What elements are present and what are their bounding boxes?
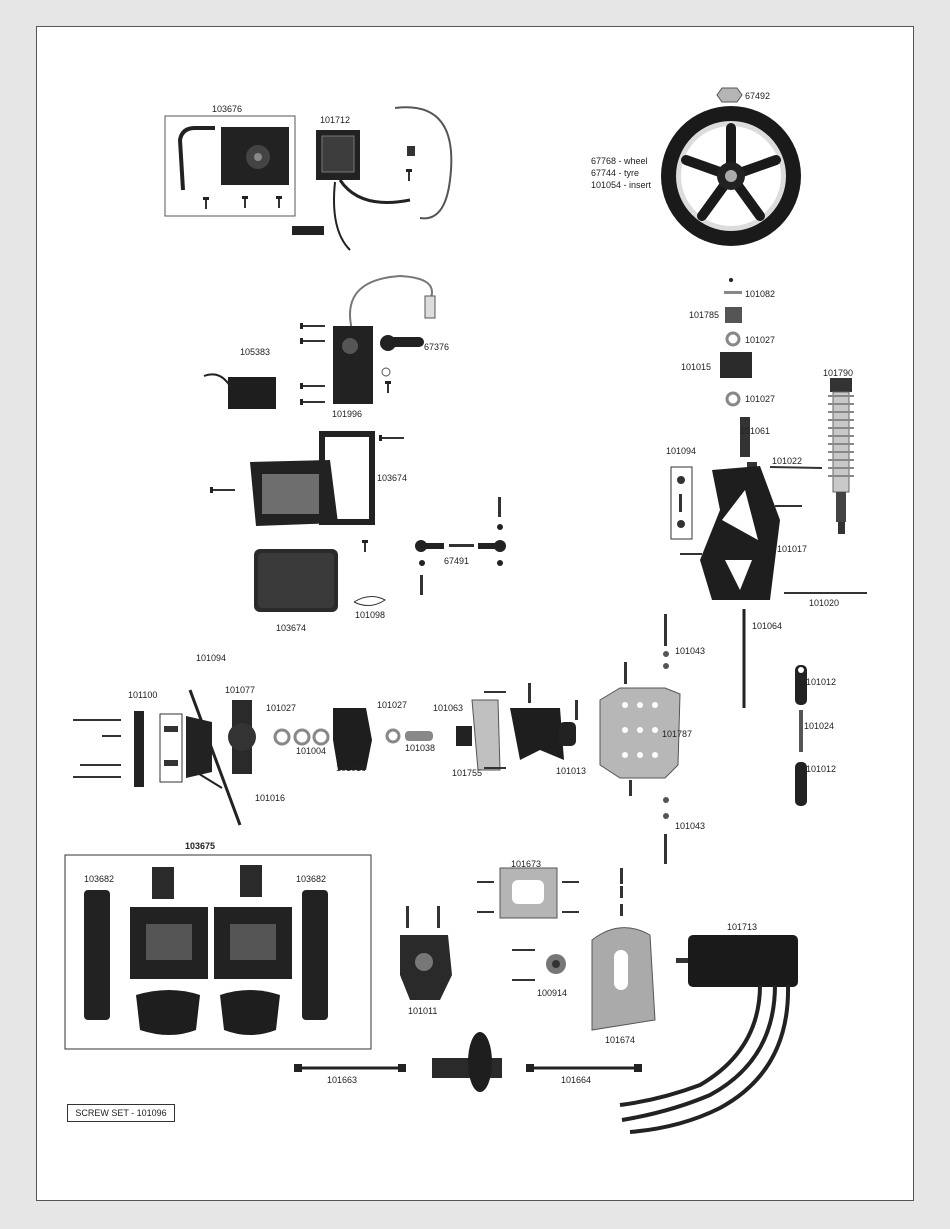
label-101043-b: 101043	[675, 821, 706, 831]
label-101077: 101077	[225, 685, 256, 695]
label-101100: 101100	[128, 690, 158, 700]
label-101024: 101024	[804, 721, 835, 731]
rear-lower-arm	[670, 466, 867, 708]
label-103682-a: 103682	[84, 874, 115, 884]
label-101012-a: 101012	[806, 677, 837, 687]
label-101016-a: 101016	[336, 763, 367, 773]
label-67768-wheel: 67768 - wheel	[591, 156, 648, 166]
label-101017: 101017	[777, 544, 808, 554]
label-101785: 101785	[689, 310, 720, 320]
label-101790: 101790	[823, 368, 854, 378]
esc-group	[292, 106, 453, 251]
label-101713: 101713	[727, 922, 758, 932]
chassis-plate	[599, 614, 681, 864]
label-101027-a: 101027	[745, 335, 776, 345]
hub-stack	[720, 278, 757, 478]
label-101664: 101664	[561, 1075, 592, 1085]
label-101012-b: 101012	[806, 764, 837, 774]
label-101043-a: 101043	[675, 646, 706, 656]
label-103675: 103675	[185, 841, 216, 851]
motor-group	[512, 868, 798, 1134]
label-101027-b: 101027	[745, 394, 776, 404]
wheel-group	[661, 87, 801, 246]
label-101061: 101061	[740, 426, 771, 436]
label-103674-a: 103674	[377, 473, 408, 483]
rear-bulkhead-row	[73, 683, 578, 826]
receiver-box	[210, 431, 404, 612]
label-101712: 101712	[320, 115, 351, 125]
label-101674: 101674	[605, 1035, 636, 1045]
label-101098: 101098	[355, 610, 386, 620]
label-101022: 101022	[772, 456, 803, 466]
label-101094-a: 101094	[666, 446, 697, 456]
label-101064: 101064	[752, 621, 783, 631]
label-101011: 101011	[408, 1006, 438, 1016]
label-101013: 101013	[556, 766, 587, 776]
rod-ends	[795, 665, 807, 806]
shock-absorber	[828, 378, 854, 534]
screw-set-box: SCREW SET - 101096	[67, 1104, 175, 1122]
label-103674-b: 103674	[276, 623, 307, 633]
battery-tray-group	[164, 115, 296, 217]
label-105383: 105383	[240, 347, 271, 357]
label-101787: 101787	[662, 729, 693, 739]
label-101054-insert: 101054 - insert	[591, 180, 652, 190]
label-101020: 101020	[809, 598, 840, 608]
label-67376: 67376	[424, 342, 450, 352]
label-100914: 100914	[537, 988, 568, 998]
center-diff-and-shafts	[294, 1032, 642, 1092]
label-101038: 101038	[405, 743, 436, 753]
label-101027-c: 101027	[266, 703, 297, 713]
label-67492: 67492	[745, 91, 771, 101]
label-101027-d: 101027	[377, 700, 408, 710]
label-67491: 67491	[444, 556, 470, 566]
label-101673: 101673	[511, 859, 542, 869]
label-101016-b: 101016	[255, 793, 286, 803]
battery-holder-box	[64, 854, 372, 1050]
label-101094-b: 101094	[196, 653, 227, 663]
label-101996: 101996	[332, 409, 363, 419]
center-diff-mount	[400, 906, 452, 1000]
label-67744-tyre: 67744 - tyre	[591, 168, 640, 178]
label-101082: 101082	[745, 289, 776, 299]
label-101015: 101015	[681, 362, 712, 372]
servo-group	[203, 274, 436, 409]
label-101004: 101004	[296, 746, 327, 756]
label-101755: 101755	[452, 768, 483, 778]
label-103682-b: 103682	[296, 874, 327, 884]
label-101063: 101063	[433, 703, 464, 713]
top-plate	[477, 867, 579, 919]
label-101663: 101663	[327, 1075, 358, 1085]
label-103676: 103676	[212, 104, 243, 114]
turnbuckle-group	[415, 497, 506, 595]
